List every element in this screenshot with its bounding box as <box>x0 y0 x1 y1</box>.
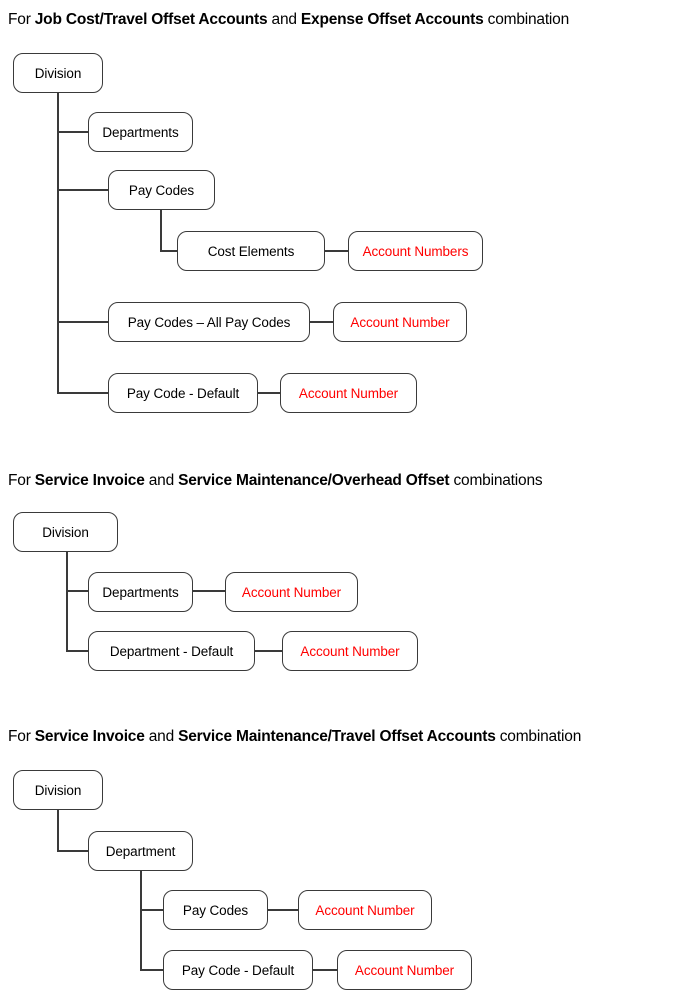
node-division: Division <box>13 512 118 552</box>
node-label: Departments <box>102 584 179 600</box>
heading-text: For <box>8 728 35 745</box>
node-label: Account Number <box>300 643 400 659</box>
connector-branch <box>310 321 333 323</box>
connector-branch <box>57 321 108 323</box>
heading-bold-text: Service Invoice <box>34 472 145 489</box>
node-label: Division <box>34 782 82 798</box>
heading-text: combination <box>483 11 570 28</box>
node-label: Cost Elements <box>207 243 295 259</box>
connector-branch <box>140 969 163 971</box>
connector-branch <box>140 909 163 911</box>
node-label: Account Numbers <box>362 243 469 259</box>
connector-branch <box>57 131 88 133</box>
node-account-number: Account Number <box>337 950 472 990</box>
connector-branch <box>268 909 298 911</box>
connector-branch <box>325 250 348 252</box>
node-label: Account Number <box>241 584 342 600</box>
connector-branch <box>313 969 337 971</box>
node-label: Account Number <box>350 314 450 330</box>
section2-heading: For Service Invoice and Service Maintena… <box>8 471 543 490</box>
section1-heading: For Job Cost/Travel Offset Accounts and … <box>8 10 569 29</box>
node-label: Division <box>42 524 89 540</box>
node-label: Departments <box>102 124 179 140</box>
node-label: Pay Code - Default <box>181 962 295 978</box>
heading-bold-text: Expense Offset Accounts <box>300 11 484 28</box>
connector-branch <box>255 650 282 652</box>
connector-branch <box>66 590 88 592</box>
node-label: Account Number <box>354 962 455 978</box>
connector-branch <box>66 650 88 652</box>
node-pay-codes: Pay Codes <box>163 890 268 930</box>
connector-elbow-horizontal <box>57 850 88 852</box>
node-account-number: Account Number <box>298 890 432 930</box>
connector-branch <box>193 590 225 592</box>
node-pay-code-default: Pay Code - Default <box>163 950 313 990</box>
node-account-number: Account Number <box>333 302 467 342</box>
connector-elbow-vertical <box>57 810 59 852</box>
node-label: Pay Code - Default <box>126 385 240 401</box>
node-account-number: Account Number <box>225 572 358 612</box>
heading-bold-text: Job Cost/Travel Offset Accounts <box>34 11 268 28</box>
heading-bold-text: Service Maintenance/Overhead Offset <box>178 472 450 489</box>
connector-trunk <box>140 871 142 971</box>
node-departments: Departments <box>88 572 193 612</box>
heading-text: and <box>144 472 179 489</box>
node-label: Department <box>105 843 176 859</box>
node-department: Department <box>88 831 193 871</box>
heading-text: combinations <box>449 472 543 489</box>
node-division: Division <box>13 53 103 93</box>
node-account-number: Account Number <box>282 631 418 671</box>
connector-trunk <box>57 93 59 394</box>
node-label: Account Number <box>315 902 415 918</box>
node-pay-code-default: Pay Code - Default <box>108 373 258 413</box>
section3-heading: For Service Invoice and Service Maintena… <box>8 727 581 746</box>
heading-text: For <box>8 472 35 489</box>
node-label: Department - Default <box>109 643 234 659</box>
connector-branch <box>57 392 108 394</box>
node-cost-elements: Cost Elements <box>177 231 325 271</box>
connector-branch <box>57 189 108 191</box>
node-pay-codes: Pay Codes <box>108 170 215 210</box>
heading-text: and <box>144 728 179 745</box>
node-label: Division <box>34 65 82 81</box>
node-label: Account Number <box>298 385 399 401</box>
connector-elbow-vertical <box>160 210 162 252</box>
node-pay-codes-all-pay-codes: Pay Codes – All Pay Codes <box>108 302 310 342</box>
heading-text: and <box>267 11 301 28</box>
node-label: Pay Codes <box>182 902 249 918</box>
connector-trunk <box>66 552 68 652</box>
node-departments: Departments <box>88 112 193 152</box>
node-account-number: Account Number <box>280 373 417 413</box>
heading-text: For <box>8 11 35 28</box>
node-label: Pay Codes <box>128 182 195 198</box>
node-division: Division <box>13 770 103 810</box>
heading-bold-text: Service Invoice <box>34 728 145 745</box>
node-account-numbers: Account Numbers <box>348 231 483 271</box>
heading-text: combination <box>495 728 582 745</box>
node-department-default: Department - Default <box>88 631 255 671</box>
node-label: Pay Codes – All Pay Codes <box>127 314 291 330</box>
connector-elbow-horizontal <box>160 250 177 252</box>
heading-bold-text: Service Maintenance/Travel Offset Accoun… <box>178 728 496 745</box>
connector-branch <box>258 392 280 394</box>
